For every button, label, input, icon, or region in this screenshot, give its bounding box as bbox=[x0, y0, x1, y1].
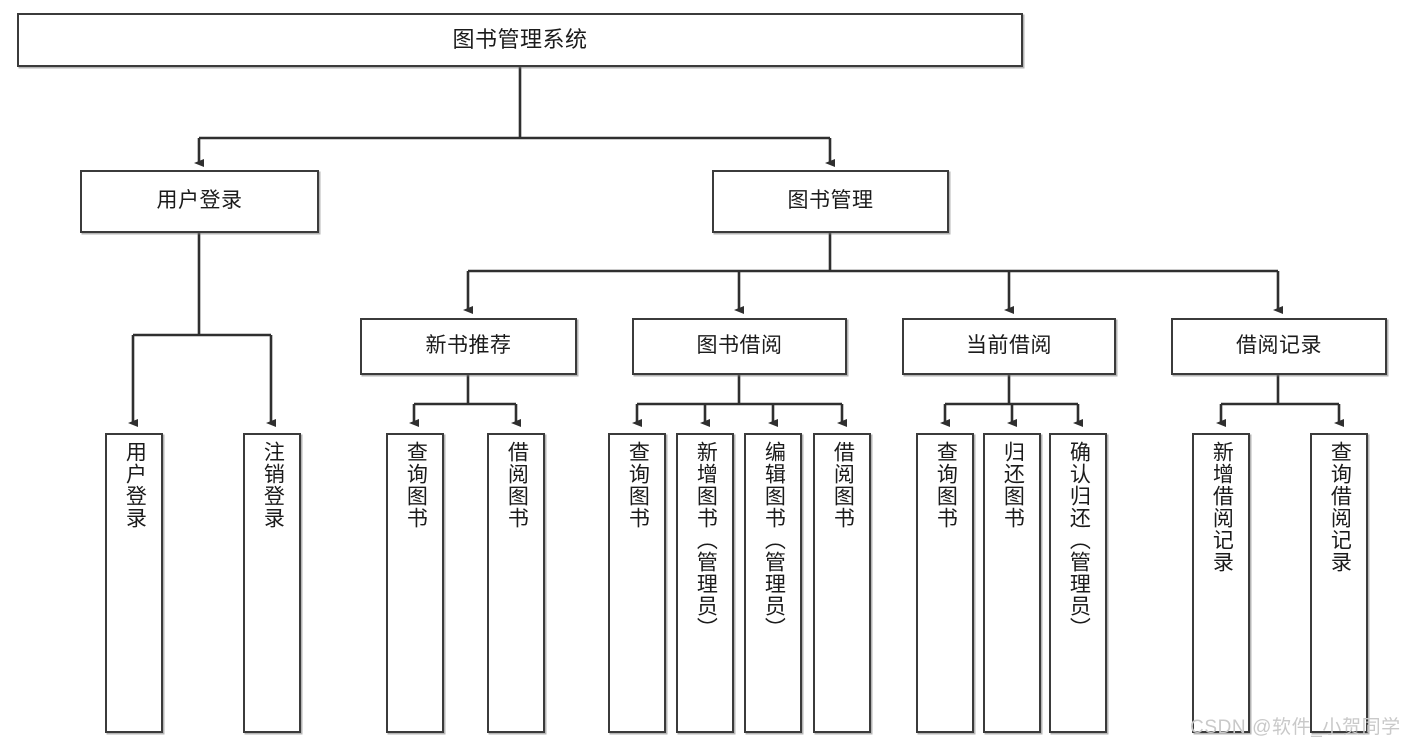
node-label: 借阅记录 bbox=[1236, 334, 1322, 358]
node-label: 图书借阅 bbox=[696, 334, 783, 358]
node-book-borrow[interactable]: 图书借阅 bbox=[632, 318, 847, 375]
node-root-system[interactable]: 图书管理系统 bbox=[17, 13, 1023, 67]
node-book-management[interactable]: 图书管理 bbox=[712, 170, 949, 233]
leaf-current-borrow-query[interactable]: 查询图书 bbox=[916, 433, 974, 733]
node-label: 用户登录 bbox=[156, 189, 243, 213]
leaf-label: 编辑图书（管理员） bbox=[762, 441, 786, 639]
node-label: 图书管理 bbox=[787, 189, 874, 213]
node-label: 新书推荐 bbox=[425, 334, 512, 358]
leaf-new-book-borrow[interactable]: 借阅图书 bbox=[487, 433, 545, 733]
leaf-label: 注销登录 bbox=[261, 441, 285, 529]
leaf-label: 新增图书（管理员） bbox=[694, 441, 718, 639]
node-new-book-recommend[interactable]: 新书推荐 bbox=[360, 318, 577, 375]
leaf-label: 查询图书 bbox=[626, 441, 650, 529]
leaf-label: 查询借阅记录 bbox=[1328, 441, 1352, 573]
leaf-label: 确认归还（管理员） bbox=[1067, 441, 1091, 639]
leaf-book-borrow-query[interactable]: 查询图书 bbox=[608, 433, 666, 733]
leaf-book-borrow-edit[interactable]: 编辑图书（管理员） bbox=[744, 433, 802, 733]
leaf-label: 借阅图书 bbox=[505, 441, 529, 529]
leaf-label: 借阅图书 bbox=[831, 441, 855, 529]
node-borrow-record[interactable]: 借阅记录 bbox=[1171, 318, 1387, 375]
leaf-current-borrow-return[interactable]: 归还图书 bbox=[983, 433, 1041, 733]
leaf-label: 新增借阅记录 bbox=[1210, 441, 1234, 573]
leaf-current-borrow-confirm-return[interactable]: 确认归还（管理员） bbox=[1049, 433, 1107, 733]
watermark-text: CSDN @软件_小贺同学 bbox=[1190, 717, 1401, 738]
leaf-user-login-logout[interactable]: 注销登录 bbox=[243, 433, 301, 733]
node-user-login[interactable]: 用户登录 bbox=[80, 170, 319, 233]
node-current-borrow[interactable]: 当前借阅 bbox=[902, 318, 1116, 375]
leaf-label: 查询图书 bbox=[404, 441, 428, 529]
node-label: 当前借阅 bbox=[966, 334, 1052, 358]
leaf-borrow-record-query[interactable]: 查询借阅记录 bbox=[1310, 433, 1368, 733]
leaf-label: 查询图书 bbox=[934, 441, 958, 529]
leaf-borrow-record-add[interactable]: 新增借阅记录 bbox=[1192, 433, 1250, 733]
leaf-label: 用户登录 bbox=[123, 441, 147, 529]
leaf-new-book-query[interactable]: 查询图书 bbox=[386, 433, 444, 733]
leaf-label: 归还图书 bbox=[1001, 441, 1025, 529]
node-label: 图书管理系统 bbox=[452, 27, 588, 53]
leaf-user-login-login[interactable]: 用户登录 bbox=[105, 433, 163, 733]
leaf-book-borrow-borrow[interactable]: 借阅图书 bbox=[813, 433, 871, 733]
leaf-book-borrow-add[interactable]: 新增图书（管理员） bbox=[676, 433, 734, 733]
